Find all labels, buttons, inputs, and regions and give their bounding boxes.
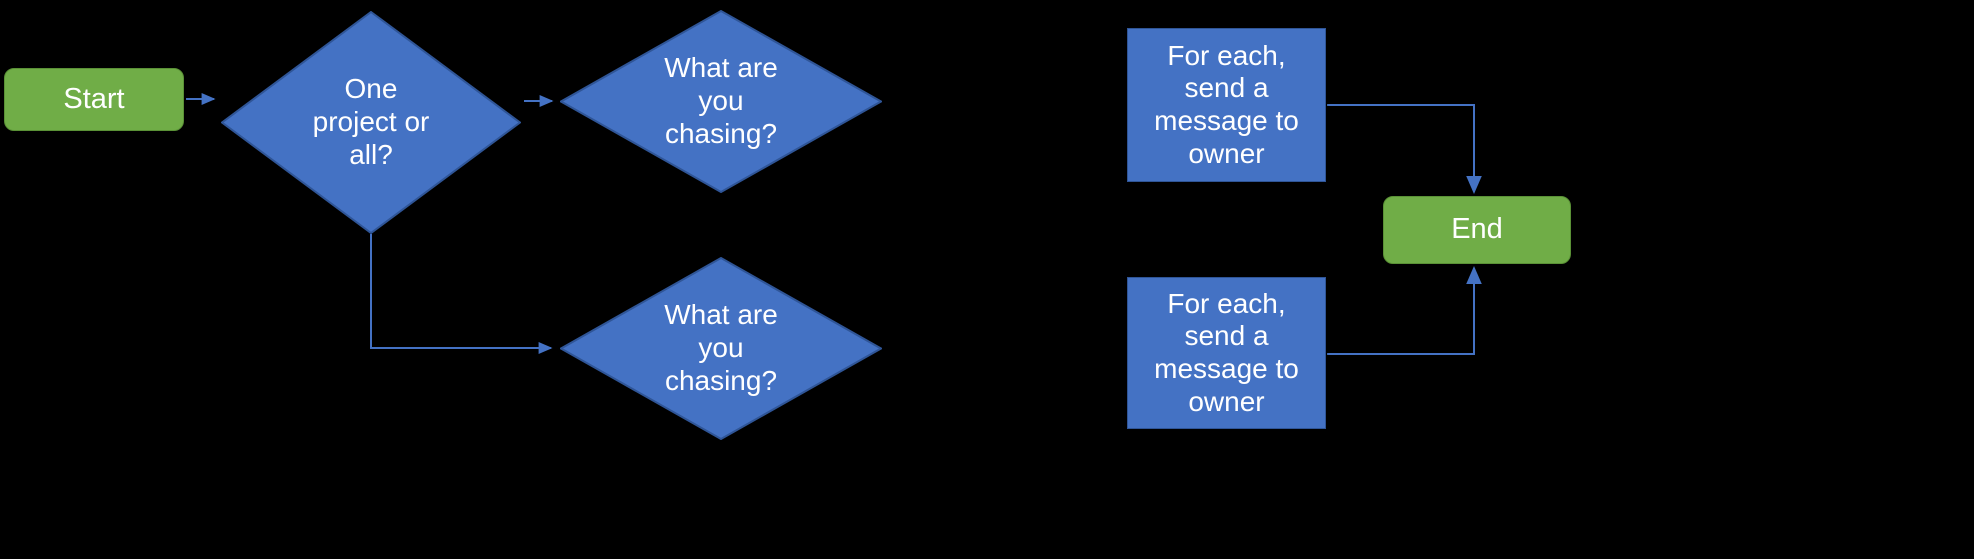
- node-end-label: End: [1451, 213, 1503, 246]
- node-end[interactable]: End: [1383, 196, 1571, 264]
- node-decision2-label: What are you chasing?: [664, 52, 778, 149]
- node-decision-what-are-you-chasing-top[interactable]: What are you chasing?: [560, 10, 882, 193]
- node-decision3-label: What are you chasing?: [664, 299, 778, 396]
- node-start-label: Start: [63, 82, 125, 115]
- decision-diamond-shape: [560, 257, 882, 440]
- decision-diamond-shape: [221, 11, 521, 234]
- node-process-bottom[interactable]: For each, send a message to owner: [1127, 277, 1326, 429]
- node-start[interactable]: Start: [4, 68, 184, 131]
- edge-process-bottom-to-end: [1327, 266, 1482, 355]
- decision-diamond-shape: [560, 10, 882, 193]
- edge-process-top-to-end: [1327, 104, 1482, 194]
- node-process-top-label: For each, send a message to owner: [1154, 39, 1299, 169]
- node-decision1-label: One project or all?: [312, 73, 430, 170]
- node-decision-what-are-you-chasing-bottom[interactable]: What are you chasing?: [560, 257, 882, 440]
- node-decision-one-project-or-all[interactable]: One project or all?: [221, 11, 521, 234]
- node-process-bottom-label: For each, send a message to owner: [1154, 287, 1299, 417]
- edge-decision1-to-decision3: [370, 234, 553, 354]
- node-process-top[interactable]: For each, send a message to owner: [1127, 28, 1326, 182]
